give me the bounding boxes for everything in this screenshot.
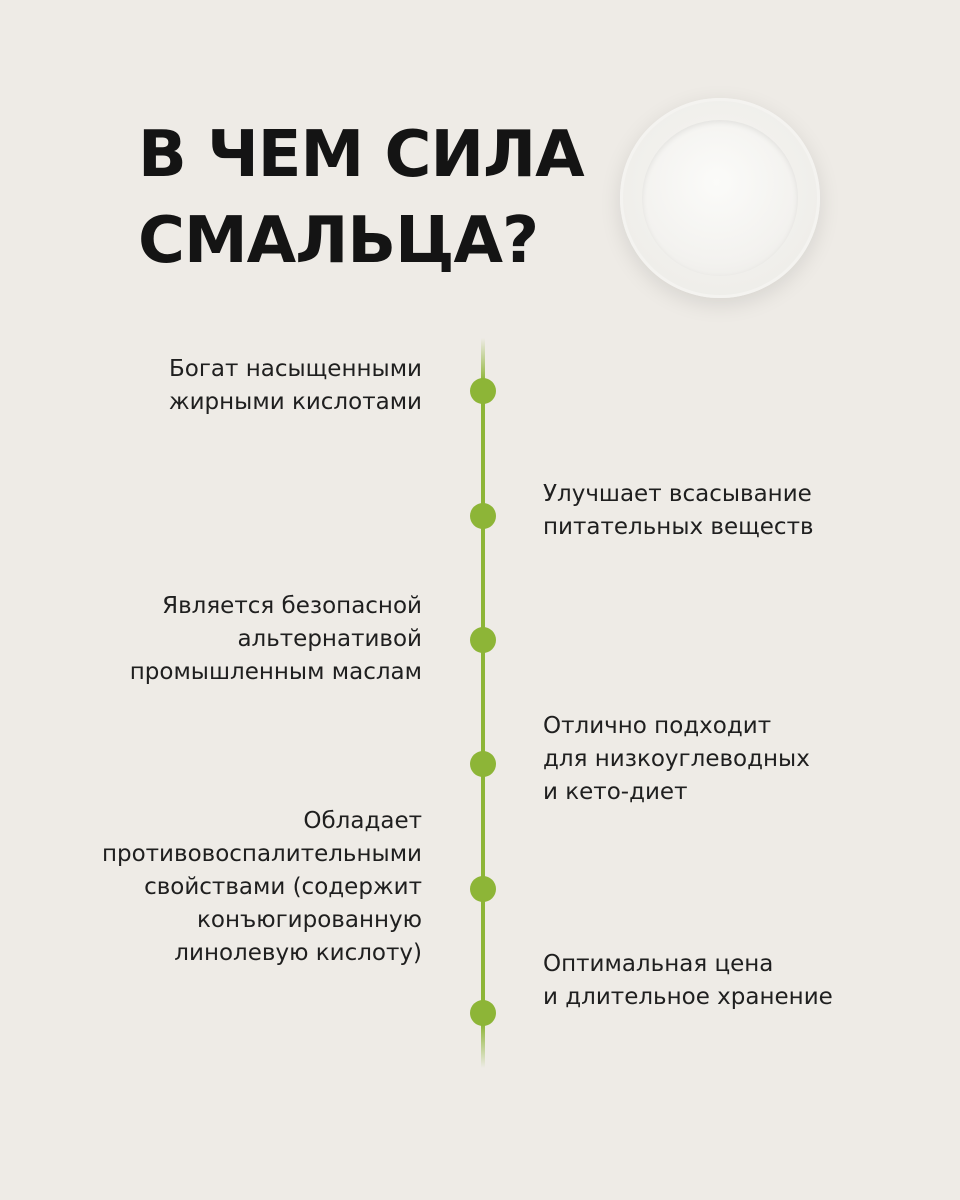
title-line-2: СМАЛЬЦА? xyxy=(138,204,539,278)
benefit-item-5: Обладает противовоспалительными свойства… xyxy=(102,805,422,970)
timeline-dot-2 xyxy=(470,503,496,529)
benefit-text-line: Оптимальная цена xyxy=(543,951,774,977)
benefit-text-line: и кето-диет xyxy=(543,779,688,805)
benefit-item-2: Улучшает всасывание питательных веществ xyxy=(543,478,814,544)
benefit-text-line: Обладает xyxy=(303,808,422,834)
benefit-text-line: Богат насыщенными xyxy=(168,356,422,382)
benefit-text-line: для низкоуглеводных xyxy=(543,746,810,772)
lard-bowl-image xyxy=(620,98,820,298)
benefit-text-line: альтернативой xyxy=(237,626,422,652)
timeline-dot-5 xyxy=(470,876,496,902)
timeline-dot-3 xyxy=(470,627,496,653)
page-title: В ЧЕМ СИЛА СМАЛЬЦА? xyxy=(138,112,598,284)
benefit-text-line: промышленным маслам xyxy=(129,659,422,685)
benefit-text-line: конъюгированную xyxy=(196,907,422,933)
timeline-dot-6 xyxy=(470,1000,496,1026)
benefit-item-6: Оптимальная цена и длительное хранение xyxy=(543,948,833,1014)
timeline-line xyxy=(481,338,485,1068)
benefit-text-line: и длительное хранение xyxy=(543,984,833,1010)
benefit-text-line: жирными кислотами xyxy=(168,389,422,415)
benefit-text-line: Улучшает всасывание xyxy=(543,481,812,507)
benefit-item-4: Отлично подходит для низкоуглеводных и к… xyxy=(543,710,810,809)
title-line-1: В ЧЕМ СИЛА xyxy=(138,118,585,192)
benefit-text-line: Отлично подходит xyxy=(543,713,772,739)
benefit-text-line: Является безопасной xyxy=(162,593,422,619)
lard-surface xyxy=(642,120,798,276)
benefit-item-1: Богат насыщенными жирными кислотами xyxy=(169,353,422,419)
benefit-text-line: питательных веществ xyxy=(543,514,814,540)
benefit-item-3: Является безопасной альтернативой промыш… xyxy=(130,590,422,689)
timeline-dot-4 xyxy=(470,751,496,777)
benefit-text-line: противовоспалительными xyxy=(101,841,422,867)
benefit-text-line: линолевую кислоту) xyxy=(174,940,422,966)
benefit-text-line: свойствами (содержит xyxy=(144,874,422,900)
timeline-dot-1 xyxy=(470,378,496,404)
